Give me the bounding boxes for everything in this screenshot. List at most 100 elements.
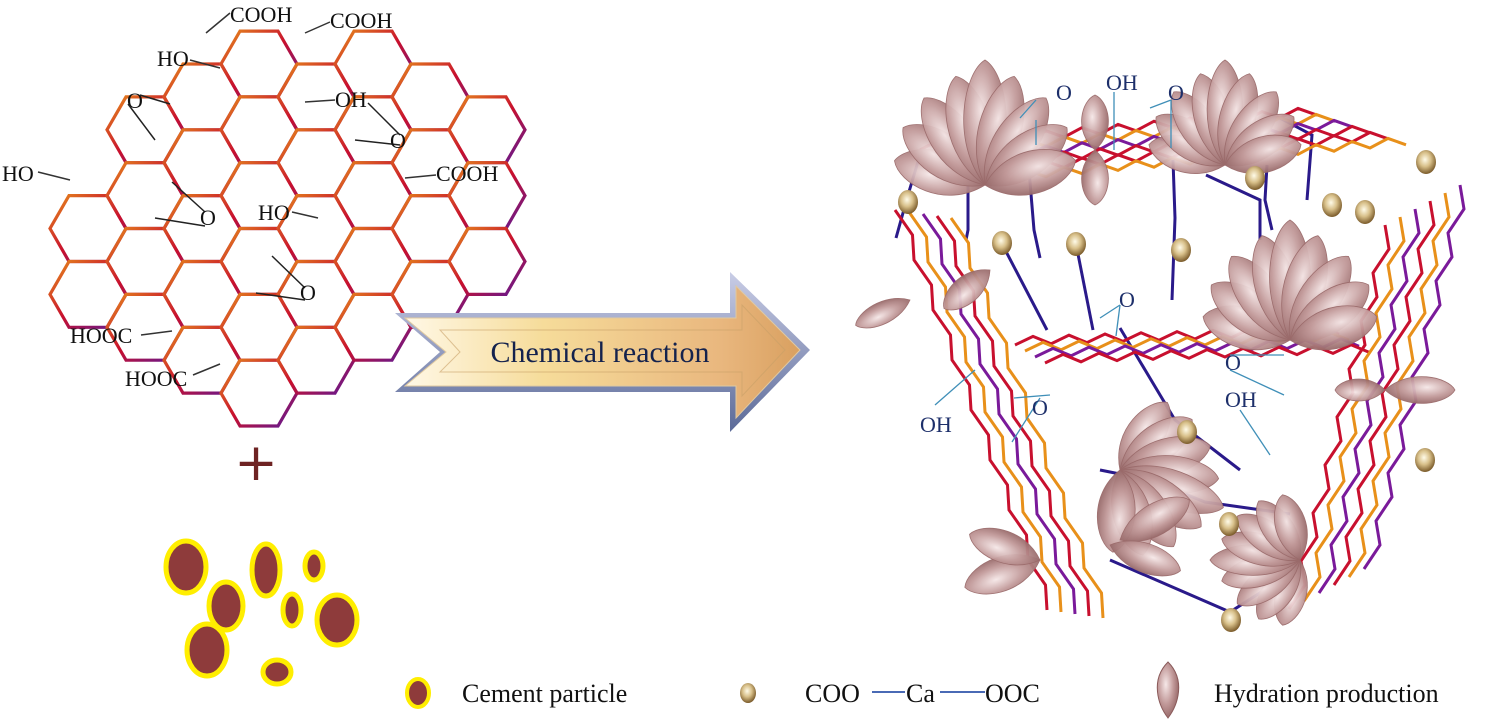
carbon-chain xyxy=(1302,216,1406,602)
hexagon-ring xyxy=(390,194,470,264)
product-label-hydroxyl-2: OH xyxy=(1225,387,1257,412)
group-label-ho-1: HO xyxy=(157,46,189,71)
cement-particle xyxy=(249,541,283,599)
calcium-bridge-icon xyxy=(740,683,756,703)
calcium-node xyxy=(898,190,918,214)
group-label-cooh-3: COOH xyxy=(436,161,498,186)
cement-particle xyxy=(260,657,294,687)
reaction-arrow: Chemical reaction xyxy=(395,272,810,432)
legend-label-ooc: OOC xyxy=(985,679,1040,708)
hexagon-ring xyxy=(162,259,242,329)
product-label-leaders xyxy=(934,92,1285,456)
graphene-oxide-labels: COOH COOH HO O OH O HO COOH O HO O HOOC … xyxy=(2,2,498,391)
calcium-node xyxy=(992,231,1012,255)
cement-particle xyxy=(206,579,246,633)
hexagon-ring xyxy=(48,259,128,329)
hydration-petal xyxy=(1384,376,1456,404)
hexagon-ring xyxy=(276,259,356,329)
group-label-ho-3: HO xyxy=(258,200,290,225)
carbon-chain xyxy=(921,213,1077,615)
hexagon-ring xyxy=(447,95,527,165)
product-label-epoxy-5: O xyxy=(1032,395,1048,420)
legend-label-hydration: Hydration production xyxy=(1214,679,1439,708)
hexagon-ring xyxy=(219,95,299,165)
calcium-node xyxy=(1177,420,1197,444)
hydration-petal xyxy=(1109,540,1181,577)
hydration-products xyxy=(855,59,1456,626)
group-label-hooc-1: HOOC xyxy=(70,323,132,348)
cement-particles xyxy=(163,538,360,687)
calcium-nodes xyxy=(898,150,1436,632)
hexagon-ring xyxy=(105,226,185,296)
cement-particle xyxy=(314,592,360,648)
hydration-petal xyxy=(969,527,1041,566)
arrow-label: Chemical reaction xyxy=(490,336,709,369)
legend-label-ca: Ca xyxy=(906,679,935,708)
product-label-epoxy-3: O xyxy=(1119,287,1135,312)
hexagon-ring xyxy=(48,194,128,264)
legend: Cement particle COO Ca OOC Hydration pro… xyxy=(405,661,1439,719)
hexagon-ring xyxy=(276,128,356,198)
group-label-epoxy-4: O xyxy=(300,280,316,305)
product-structure: O OH O O O OH O OH xyxy=(855,59,1466,632)
hexagon-ring xyxy=(447,226,527,296)
group-label-oh-1: OH xyxy=(335,87,367,112)
hydration-petal xyxy=(1119,496,1190,542)
group-label-epoxy-1: O xyxy=(127,88,143,113)
hexagon-ring xyxy=(333,292,413,362)
graphene-oxide-sheet xyxy=(48,29,527,428)
hydration-petal xyxy=(943,269,991,311)
calcium-node xyxy=(1219,512,1239,536)
hexagon-ring xyxy=(219,226,299,296)
calcium-node xyxy=(1171,238,1191,262)
hydration-petal xyxy=(1289,305,1378,351)
hexagon-ring xyxy=(219,292,299,362)
cement-particle xyxy=(280,591,304,629)
product-label-hydroxyl-1: OH xyxy=(1106,70,1138,95)
calcium-node xyxy=(1355,200,1375,224)
hydration-petal xyxy=(1334,378,1386,402)
group-label-epoxy-3: O xyxy=(200,205,216,230)
product-label-hydroxyl-3: OH xyxy=(920,412,952,437)
hydration-product-icon xyxy=(1156,661,1180,719)
hexagon-ring xyxy=(333,161,413,231)
hydration-petal xyxy=(1081,94,1109,151)
product-label-epoxy-2: O xyxy=(1168,80,1184,105)
carbon-chain xyxy=(907,211,1063,613)
group-label-ho-2: HO xyxy=(2,161,34,186)
group-label-cooh-2: COOH xyxy=(330,8,392,33)
legend-label-cement: Cement particle xyxy=(462,679,627,708)
calcium-node xyxy=(1322,193,1342,217)
hexagon-ring xyxy=(162,62,242,132)
hydration-petal xyxy=(1081,149,1109,206)
calcium-node xyxy=(1415,448,1435,472)
calcium-node xyxy=(1416,150,1436,174)
cement-particle xyxy=(302,549,326,583)
hexagon-ring xyxy=(105,161,185,231)
product-label-epoxy-4: O xyxy=(1225,350,1241,375)
cement-particle-icon xyxy=(405,677,431,709)
carbon-chain xyxy=(1287,224,1391,610)
carbon-chain xyxy=(1317,208,1421,594)
hexagon-ring xyxy=(219,29,299,99)
cement-particle xyxy=(184,621,230,679)
group-label-epoxy-2: O xyxy=(390,128,406,153)
hexagon-ring xyxy=(390,62,470,132)
cement-particle xyxy=(163,538,209,596)
product-label-epoxy-1: O xyxy=(1056,80,1072,105)
calcium-node xyxy=(1066,232,1086,256)
hexagon-ring xyxy=(276,325,356,395)
plus-sign: + xyxy=(234,433,278,493)
group-label-hooc-2: HOOC xyxy=(125,366,187,391)
calcium-node xyxy=(1221,608,1241,632)
hexagon-ring xyxy=(333,226,413,296)
hydration-petal xyxy=(1273,494,1308,561)
group-label-cooh-1: COOH xyxy=(230,2,292,27)
hydration-petal xyxy=(984,149,1076,196)
hydration-petal xyxy=(855,298,911,329)
hexagon-ring xyxy=(219,358,299,428)
calcium-node xyxy=(1245,166,1265,190)
hexagon-ring xyxy=(105,95,185,165)
legend-label-coo: COO xyxy=(805,679,860,708)
